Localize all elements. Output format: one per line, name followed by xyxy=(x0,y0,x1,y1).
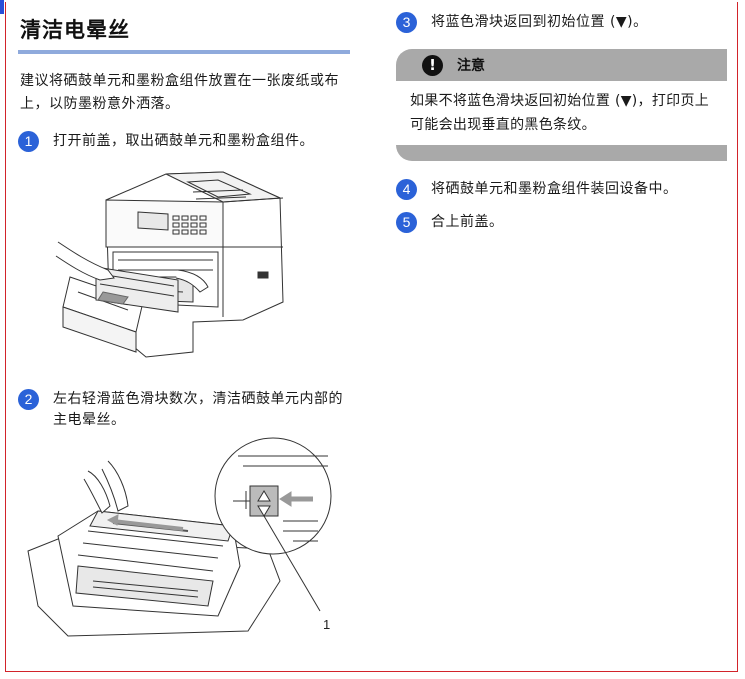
detail-inset xyxy=(214,437,332,555)
step-number-1: 1 xyxy=(18,131,39,152)
note-body: 如果不将蓝色滑块返回初始位置 (▼)，打印页上可能会出现垂直的黑色条纹。 xyxy=(410,93,710,133)
step-text-4: 将硒鼓单元和墨粉盒组件装回设备中。 xyxy=(431,181,678,197)
hands xyxy=(55,241,209,293)
printer-body xyxy=(105,171,284,358)
drum-cleaning-illustration: 1 xyxy=(27,437,332,637)
step-number-3: 3 xyxy=(396,12,417,33)
note-title: 注意 xyxy=(457,58,485,74)
hand-on-slider xyxy=(83,460,129,514)
callout-leader xyxy=(263,515,321,612)
step-3: 3 将蓝色滑块返回到初始位置 (▼)。 xyxy=(396,12,728,33)
figure-printer-open xyxy=(18,152,350,387)
printer-illustration xyxy=(55,171,284,358)
step-text-3: 将蓝色滑块返回到初始位置 (▼)。 xyxy=(431,14,648,30)
step-text-2: 左右轻滑蓝色滑块数次，清洁硒鼓单元内部的主电晕丝。 xyxy=(53,391,343,428)
section-title: 清洁电晕丝 xyxy=(18,10,350,54)
step-text-1: 打开前盖，取出硒鼓单元和墨粉盒组件。 xyxy=(53,133,314,149)
corner-marker xyxy=(0,0,4,14)
note-box: ! 注意 如果不将蓝色滑块返回初始位置 (▼)，打印页上可能会出现垂直的黑色条纹… xyxy=(396,49,727,161)
note-header: ! 注意 xyxy=(396,49,727,81)
figure-corona-wire: 1 xyxy=(18,431,350,656)
step-text-5: 合上前盖。 xyxy=(431,214,504,230)
step-1: 1 打开前盖，取出硒鼓单元和墨粉盒组件。 xyxy=(18,131,350,152)
step-4: 4 将硒鼓单元和墨粉盒组件装回设备中。 xyxy=(396,179,728,200)
warning-icon: ! xyxy=(422,54,443,76)
step-2: 2 左右轻滑蓝色滑块数次，清洁硒鼓单元内部的主电晕丝。 xyxy=(18,389,350,431)
drum-unit-being-removed xyxy=(95,266,179,313)
right-column: 3 将蓝色滑块返回到初始位置 (▼)。 ! 注意 如果不将蓝色滑块返回初始位置 … xyxy=(396,10,728,233)
note-footer-bar xyxy=(396,145,727,161)
page-frame xyxy=(5,2,738,672)
intro-text: 建议将硒鼓单元和墨粉盒组件放置在一张废纸或布上，以防墨粉意外洒落。 xyxy=(20,73,339,112)
slide-arrow xyxy=(106,514,184,531)
step-5: 5 合上前盖。 xyxy=(396,212,728,233)
step-number-4: 4 xyxy=(396,179,417,200)
step-number-5: 5 xyxy=(396,212,417,233)
left-column: 清洁电晕丝 建议将硒鼓单元和墨粉盒组件放置在一张废纸或布上，以防墨粉意外洒落。 … xyxy=(18,10,350,656)
callout-label: 1 xyxy=(323,617,330,632)
step-number-2: 2 xyxy=(18,389,39,410)
